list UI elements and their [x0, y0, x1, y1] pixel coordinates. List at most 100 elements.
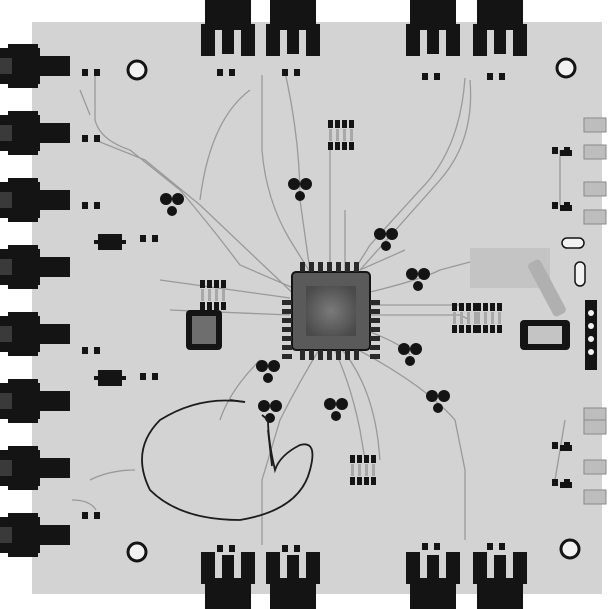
cap-pad [258, 400, 270, 412]
connector-leg [201, 552, 215, 584]
chip-pad-bottom [345, 350, 350, 360]
cap-pad [426, 390, 438, 402]
array-pad [364, 455, 369, 463]
passive-pad [140, 235, 146, 242]
cap-pad [438, 390, 450, 402]
edge-header-pad [583, 489, 607, 505]
connector-core [0, 192, 12, 208]
edge-header-pad [583, 117, 607, 133]
chip-pad-right [370, 336, 380, 341]
passive-pad [552, 202, 558, 209]
passive-pad [217, 545, 223, 552]
passive-pad [422, 73, 428, 80]
smd-passive [487, 73, 505, 80]
array-pad [466, 325, 471, 333]
cap-pad [256, 360, 268, 372]
cap-pad [172, 193, 184, 205]
passive-pad [487, 543, 493, 550]
connector-pin [36, 190, 70, 210]
passive-pad [552, 442, 558, 449]
bottom-connector [266, 552, 320, 609]
connector-flange [8, 379, 38, 385]
smd-passive [217, 69, 235, 76]
chip-pad-right [370, 318, 380, 323]
smd-passive [422, 543, 440, 550]
array-pad [473, 325, 478, 333]
smd-passive [82, 512, 100, 519]
sot-lead [94, 240, 100, 244]
array-pad [483, 303, 488, 311]
sot-package [94, 370, 126, 386]
chip-pad-top [345, 262, 350, 272]
array-pad [490, 303, 495, 311]
passive-pad [82, 347, 88, 354]
passive-pad [552, 479, 558, 486]
array-pad [497, 325, 502, 333]
connector-pin [222, 24, 234, 54]
chip-die [306, 286, 356, 336]
connector-leg [241, 24, 255, 56]
edge-header-pad [583, 209, 607, 225]
passive-pad [434, 543, 440, 550]
cap-pad [331, 411, 341, 421]
chip-pad-left [282, 318, 292, 323]
edge-header-pad [583, 144, 607, 160]
connector-leg [266, 24, 280, 56]
chip-pad-top [309, 262, 314, 272]
cap-pad [263, 373, 273, 383]
resistor-array [350, 455, 376, 485]
cap-pad [386, 228, 398, 240]
array-element [372, 464, 375, 476]
edge-smd-pad [560, 205, 572, 211]
smd-passive [82, 135, 100, 142]
connector-pin [494, 24, 506, 54]
cap-pad [167, 206, 177, 216]
array-pad [476, 325, 481, 333]
top-connector [201, 0, 255, 56]
left-connector [0, 245, 70, 289]
chip-pad-bottom [300, 350, 305, 360]
bottom-connector [473, 552, 527, 609]
connector-pin [36, 525, 70, 545]
left-connector [0, 44, 70, 88]
left-connector [0, 446, 70, 490]
bottom-connector [201, 552, 255, 609]
edge-smd-pad [560, 150, 572, 156]
left-connector [0, 178, 70, 222]
bottom-connector [406, 552, 460, 609]
left-edge-connectors [0, 44, 70, 557]
cap-pad [406, 268, 418, 280]
chip-pad-right [370, 354, 380, 359]
cap-pad [300, 178, 312, 190]
connector-pin [36, 391, 70, 411]
cap-pad [270, 400, 282, 412]
array-pad [207, 302, 212, 310]
connector-leg [513, 24, 527, 56]
connector-flange [8, 283, 38, 289]
connector-flange [8, 350, 38, 356]
passive-pad [552, 147, 558, 154]
array-pad [200, 280, 205, 288]
array-pad [459, 303, 464, 311]
array-pad [357, 455, 362, 463]
chip-pad-bottom [309, 350, 314, 360]
chip-pad-top [300, 262, 305, 272]
top-connector [406, 0, 460, 56]
array-pad [371, 455, 376, 463]
array-element [477, 312, 480, 324]
connector-flange [8, 484, 38, 490]
passive-pad [152, 235, 158, 242]
cap-pad [418, 268, 430, 280]
passive-pad [82, 512, 88, 519]
sot-body [98, 370, 122, 386]
connector-flange [8, 312, 38, 318]
passive-pad [152, 373, 158, 380]
array-pad [214, 280, 219, 288]
connector-leg [266, 552, 280, 584]
array-element [474, 312, 477, 324]
array-pad [459, 325, 464, 333]
left-connector [0, 312, 70, 356]
connector-flange [8, 446, 38, 452]
array-pad [357, 477, 362, 485]
